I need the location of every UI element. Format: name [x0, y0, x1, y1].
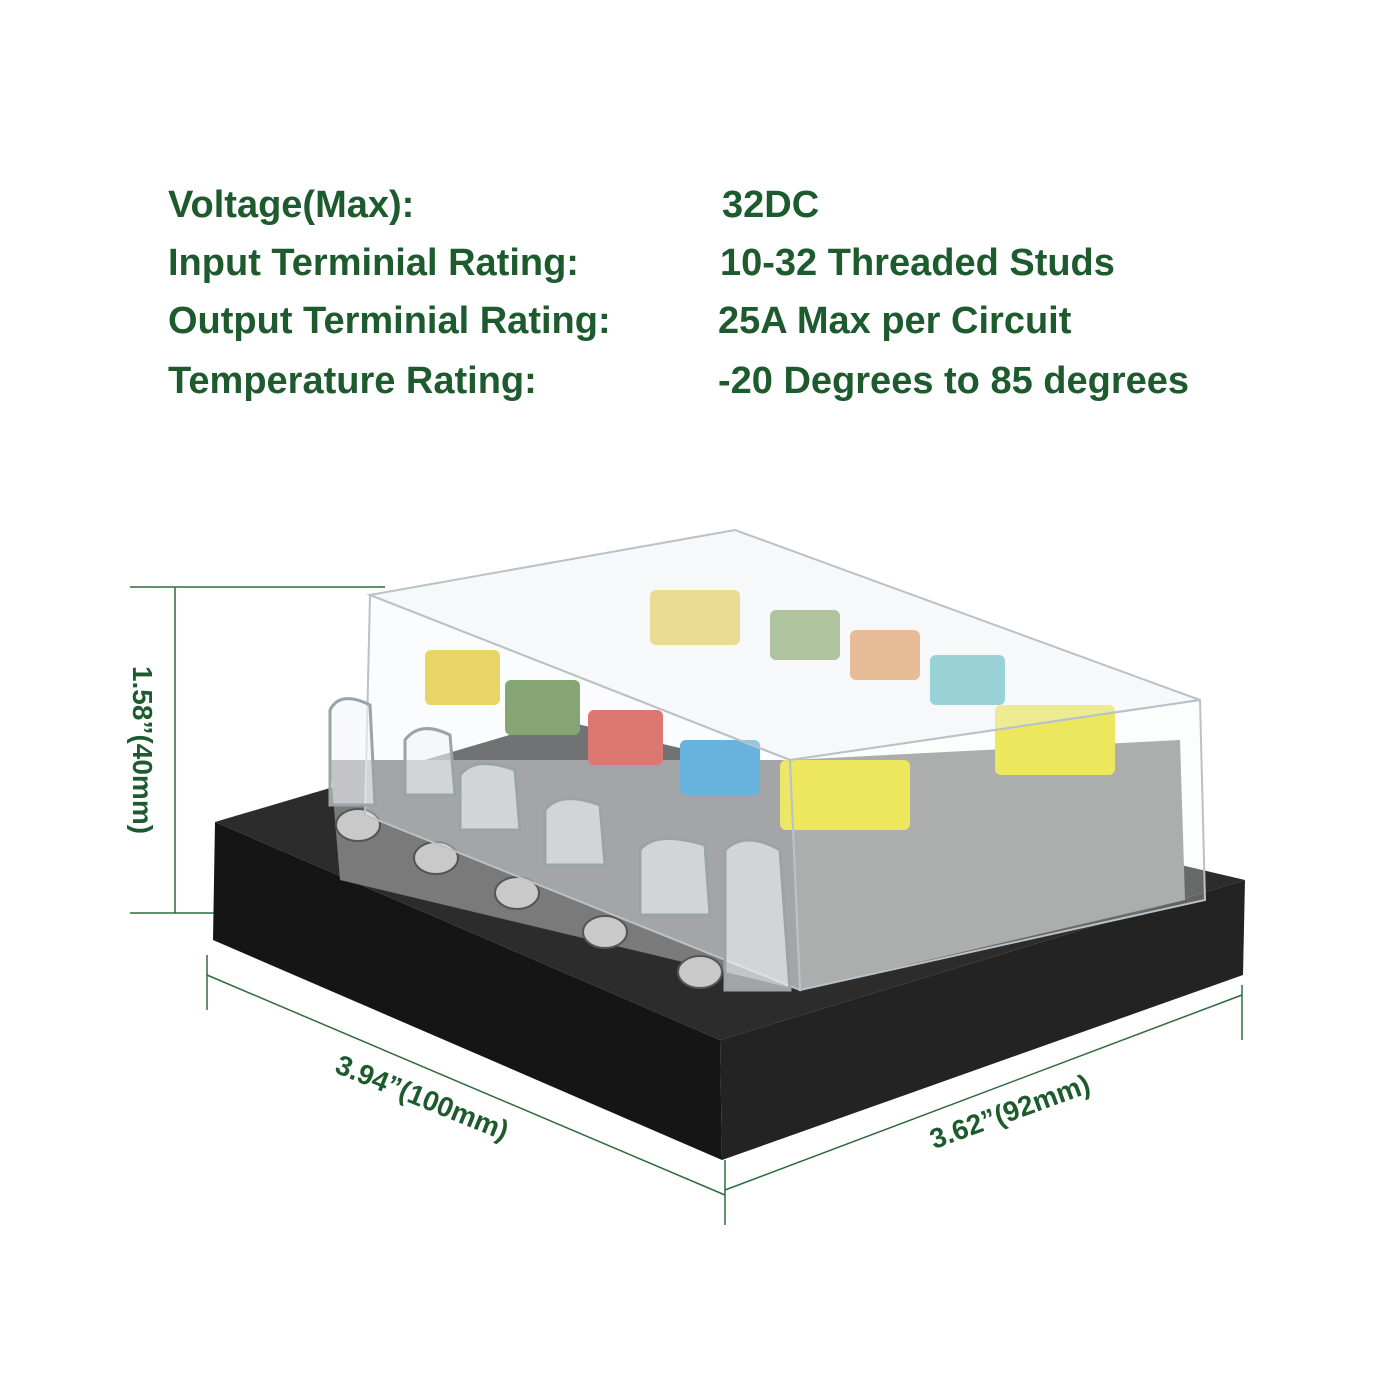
spec-value-voltage: 32DC: [722, 184, 820, 226]
dimension-lines: [130, 586, 1243, 1225]
fuse-red: [588, 710, 663, 765]
spec-value-output-rating: 25A Max per Circuit: [718, 300, 1072, 342]
dimension-height-label: 1.58”(40mm): [127, 665, 158, 835]
spec-label-voltage: Voltage(Max):: [168, 184, 415, 226]
spec-value-input-rating: 10-32 Threaded Studs: [720, 242, 1115, 284]
terminal-studs: [335, 808, 723, 989]
spec-label-temperature-rating: Temperature Rating:: [168, 360, 537, 402]
spec-label-output-rating: Output Terminial Rating:: [168, 300, 611, 342]
spec-label-input-rating: Input Terminial Rating:: [168, 242, 579, 284]
spec-value-temperature-rating: -20 Degrees to 85 degrees: [718, 360, 1190, 402]
fuse-yellow: [425, 650, 500, 705]
fuse-blue: [680, 740, 760, 795]
terminal-caps: [328, 697, 792, 992]
fuse-yellow-front: [780, 760, 910, 830]
fuse-green: [505, 680, 580, 735]
